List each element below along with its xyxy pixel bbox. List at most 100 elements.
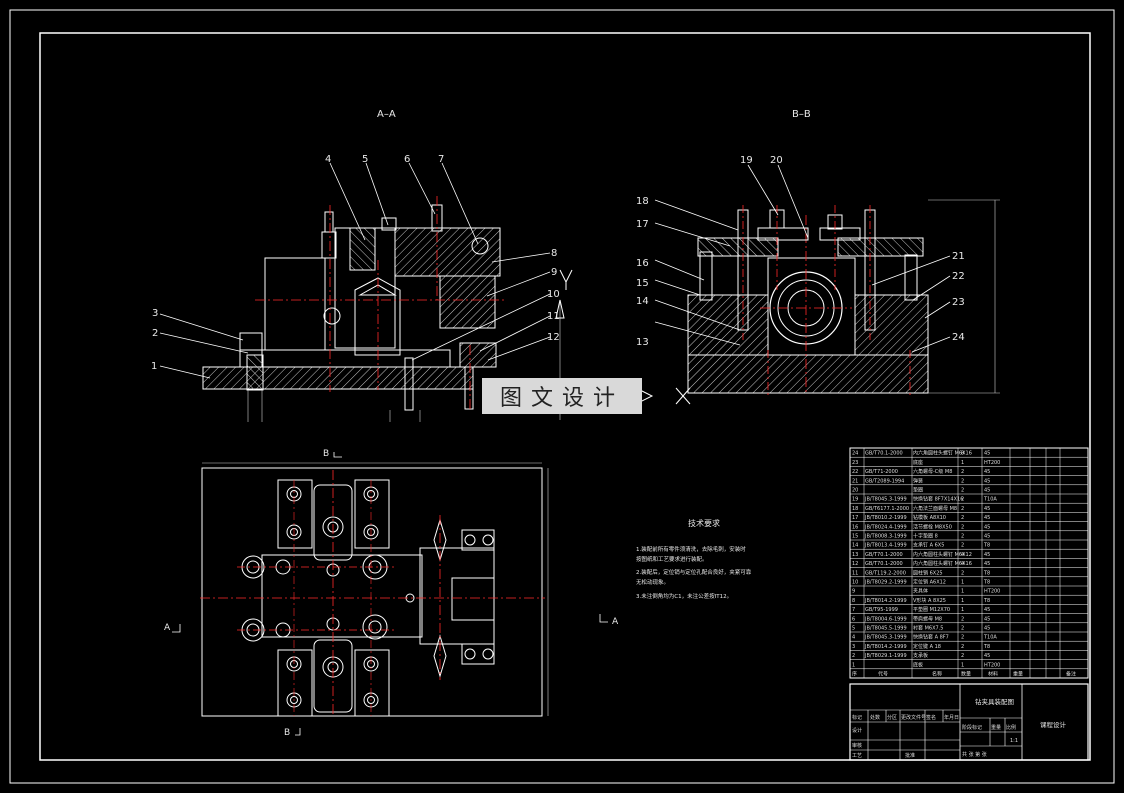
tb-weight: 重量 bbox=[991, 724, 1001, 731]
callout-4: 4 bbox=[325, 154, 331, 165]
section-bb-view: B–B bbox=[636, 109, 1000, 395]
bom-cell-name: 定位销 A6X12 bbox=[913, 579, 946, 586]
bom-cell-code: GB/T95-1999 bbox=[865, 607, 898, 613]
bom-cell-qty: 2 bbox=[961, 469, 964, 475]
bom-cell-code: GB/T70.1-2000 bbox=[865, 561, 903, 567]
bom-cell-no: 22 bbox=[852, 469, 858, 475]
bom-cell-qty: 2 bbox=[961, 626, 964, 632]
bom-cell-material: 45 bbox=[984, 607, 990, 613]
bom-cell-material: 45 bbox=[984, 626, 990, 632]
bom-cell-qty: 2 bbox=[961, 497, 964, 503]
bom-cell-no: 8 bbox=[852, 598, 855, 604]
bom-cell-code: GB/T119.2-2000 bbox=[865, 570, 906, 576]
bom-cell-no: 20 bbox=[852, 488, 858, 494]
bom-cell-material: 45 bbox=[984, 451, 990, 457]
callout-22: 22 bbox=[952, 271, 965, 282]
bom-cell-material: 45 bbox=[984, 469, 990, 475]
bom-cell-qty: 2 bbox=[961, 616, 964, 622]
tb-zone: 分区 bbox=[887, 714, 897, 721]
bom-cell-name: 圆柱销 6X25 bbox=[913, 569, 943, 576]
bom-header-no: 序 bbox=[852, 671, 857, 678]
bom-cell-name: 衬套 M6X7.5 bbox=[913, 625, 943, 632]
bom-cell-qty: 2 bbox=[961, 478, 964, 484]
bom-cell-code: JB/T8013.4-1999 bbox=[864, 543, 907, 549]
bom-cell-no: 13 bbox=[852, 552, 858, 558]
bom-cell-no: 2 bbox=[852, 653, 855, 659]
bom-cell-code: JB/T8008.3-1999 bbox=[864, 534, 907, 540]
bom-cell-material: 45 bbox=[984, 478, 990, 484]
callout-12: 12 bbox=[547, 332, 560, 343]
callout-2: 2 bbox=[152, 328, 158, 339]
bom-cell-qty: 1 bbox=[961, 580, 964, 586]
bom-cell-name: 十字垫圈 8 bbox=[913, 533, 938, 540]
bom-cell-material: T8 bbox=[983, 644, 990, 650]
bom-cell-material: 45 bbox=[984, 561, 990, 567]
callout-17: 17 bbox=[636, 219, 649, 230]
bom-cell-name: 快换钻套 A 8F7 bbox=[913, 634, 949, 641]
bom-cell-material: 45 bbox=[984, 515, 990, 521]
bom-cell-qty: 2 bbox=[961, 635, 964, 641]
bom-cell-material: 45 bbox=[984, 524, 990, 530]
bom-cell-code: JB/T8004.6-1999 bbox=[864, 616, 907, 622]
bom-cell-no: 1 bbox=[852, 662, 855, 668]
bom-cell-code: JB/T8014.2-1999 bbox=[864, 644, 907, 650]
tech-req-line-3: 2.装配后，定位销与定位孔配合良好，夹紧可靠 bbox=[636, 568, 752, 576]
bom-cell-name: 内六角圆柱头螺钉 M6X12 bbox=[913, 551, 972, 558]
bom-cell-qty: 8 bbox=[961, 451, 964, 457]
watermark-text: 图文设计 bbox=[499, 386, 624, 411]
bom-cell-no: 19 bbox=[852, 497, 858, 503]
bom-cell-no: 7 bbox=[852, 607, 855, 613]
bom-cell-qty: 2 bbox=[961, 524, 964, 530]
bom-cell-code: GB/T70.1-2000 bbox=[865, 451, 903, 457]
bom-header-note: 备注 bbox=[1066, 671, 1076, 678]
callout-11: 11 bbox=[547, 311, 560, 322]
bom-cell-code: GB/T6177.1-2000 bbox=[865, 506, 909, 512]
mark-a-right: A bbox=[612, 617, 619, 627]
bom-cell-name: 钻模板 A8X10 bbox=[913, 514, 946, 521]
bom-cell-material: T10A bbox=[983, 635, 997, 641]
callout-5: 5 bbox=[362, 154, 368, 165]
callout-16: 16 bbox=[636, 258, 649, 269]
bom-cell-material: 45 bbox=[984, 534, 990, 540]
bom-cell-qty: 4 bbox=[961, 561, 964, 567]
callout-7: 7 bbox=[438, 154, 444, 165]
tb-school: 课程设计 bbox=[1040, 720, 1067, 729]
bom-cell-code: GB/T71-2000 bbox=[865, 469, 898, 475]
bom-cell-qty: 2 bbox=[961, 543, 964, 549]
bom-cell-qty: 2 bbox=[961, 506, 964, 512]
tb-stage: 阶段标记 bbox=[962, 724, 982, 731]
bom-cell-material: HT200 bbox=[984, 662, 1000, 668]
watermark-box: 图文设计 bbox=[482, 378, 642, 414]
bom-cell-qty: 2 bbox=[961, 644, 964, 650]
bom-cell-code: GB/T70.1-2000 bbox=[865, 552, 903, 558]
callout-18: 18 bbox=[636, 196, 649, 207]
bom-cell-material: HT200 bbox=[984, 460, 1000, 466]
callout-13: 13 bbox=[636, 337, 649, 348]
bom-cell-qty: 1 bbox=[961, 598, 964, 604]
bom-cell-no: 5 bbox=[852, 626, 855, 632]
bom-cell-qty: 2 bbox=[961, 534, 964, 540]
tech-req-line-1: 1.装配前所有零件须清洗，去除毛刺，安装时 bbox=[636, 545, 746, 553]
bom-cell-qty: 1 bbox=[961, 460, 964, 466]
bom-cell-code: JB/T8045.3-1999 bbox=[864, 635, 907, 641]
bom-cell-material: HT200 bbox=[984, 589, 1000, 595]
tb-review: 审核 bbox=[852, 742, 862, 749]
bom-cell-name: 六角法兰面螺母 M8 bbox=[913, 505, 957, 512]
tb-scale-value: 1:1 bbox=[1010, 738, 1018, 744]
bom-cell-code: JB/T8014.2-1999 bbox=[864, 598, 907, 604]
bom-cell-name: 垫圈 bbox=[913, 487, 923, 494]
bom-cell-no: 12 bbox=[852, 561, 858, 567]
bom-cell-qty: 2 bbox=[961, 515, 964, 521]
bom-cell-name: 夹具体 bbox=[913, 588, 928, 595]
bom-cell-no: 11 bbox=[852, 570, 858, 576]
callout-19: 19 bbox=[740, 155, 753, 166]
tech-req-line-4: 无松动现象。 bbox=[636, 578, 669, 586]
bom-cell-no: 3 bbox=[852, 644, 855, 650]
callout-6: 6 bbox=[404, 154, 410, 165]
bom-cell-material: T8 bbox=[983, 580, 990, 586]
bom-cell-no: 4 bbox=[852, 635, 855, 641]
plan-view: B B A A bbox=[164, 449, 619, 738]
bom-cell-qty: 1 bbox=[961, 662, 964, 668]
